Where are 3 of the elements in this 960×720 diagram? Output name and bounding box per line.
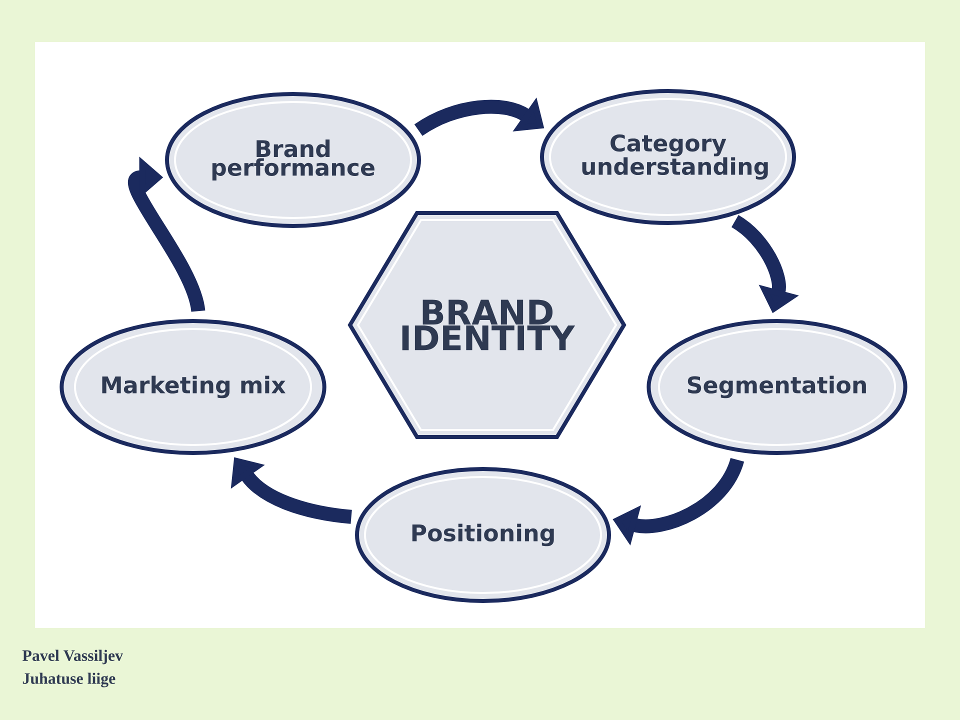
footer-text: Juhatuse liige: [22, 672, 116, 688]
curved-arrow: [128, 156, 206, 312]
footer-text: Pavel Vassiljev: [22, 650, 124, 664]
